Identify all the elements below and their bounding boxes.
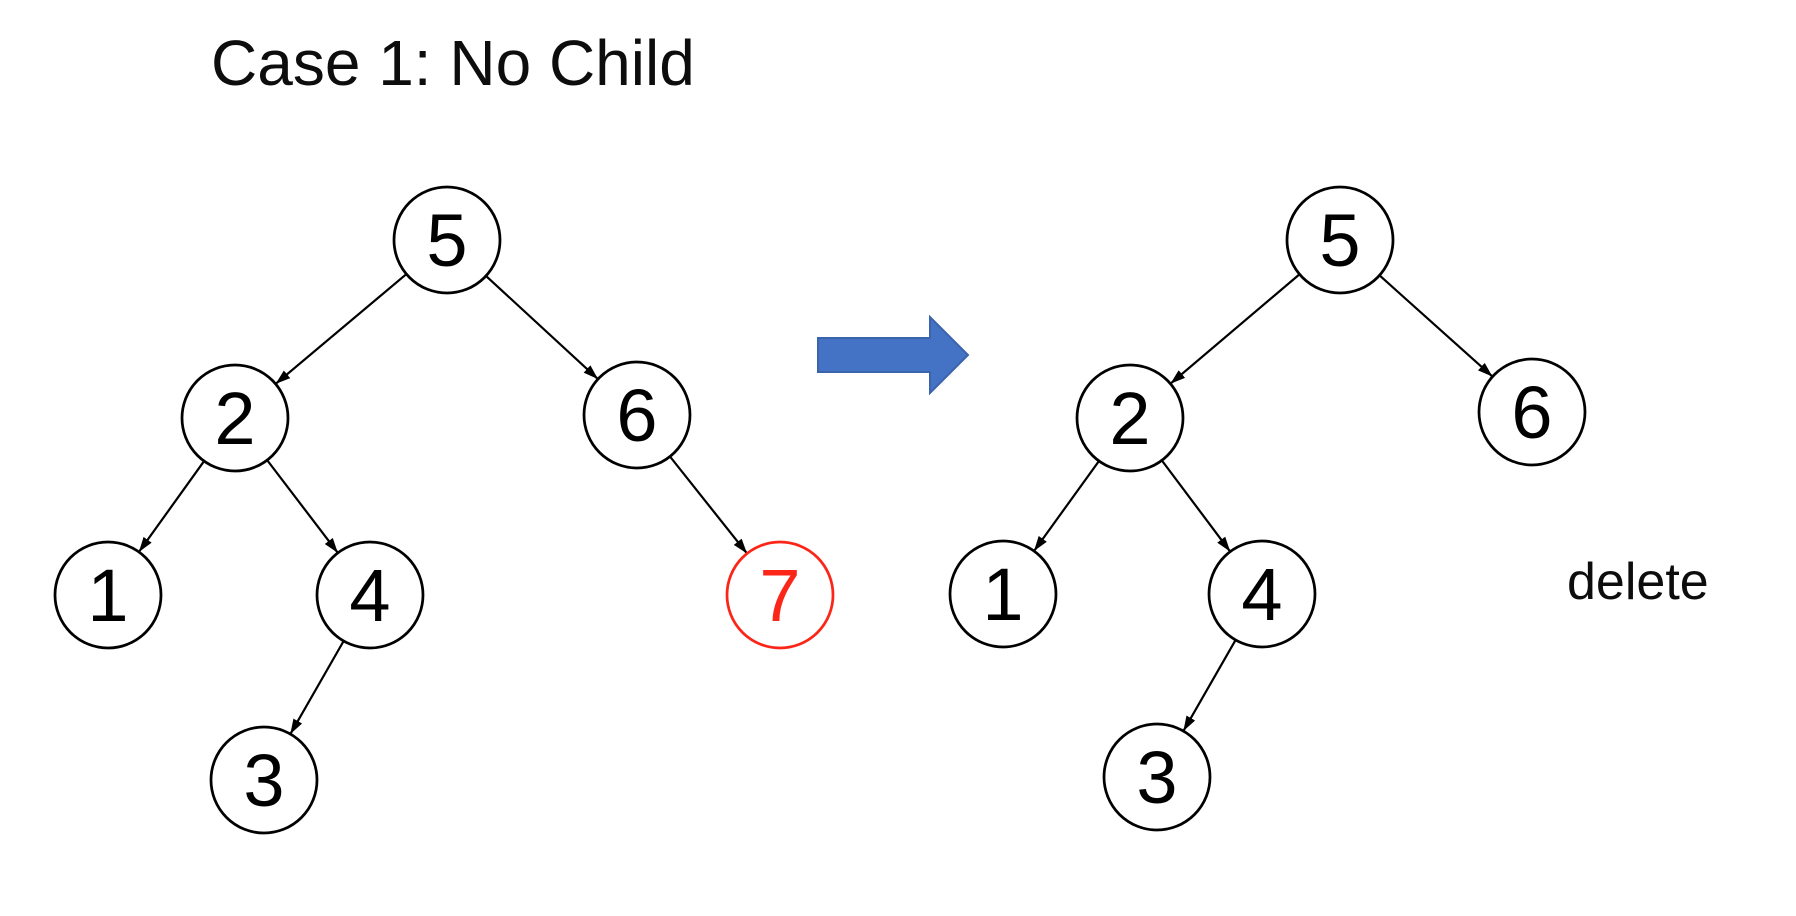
node-label-5: 5 [1319, 199, 1360, 282]
edge-n2-n1 [138, 460, 205, 552]
edge-n2-n4 [1160, 459, 1231, 552]
tree-node-5 [392, 185, 502, 295]
node-label-7: 7 [759, 554, 800, 637]
edge-n5-n6 [1378, 274, 1493, 377]
edge-n6-n7 [669, 455, 748, 554]
transition-arrow-icon [817, 314, 970, 396]
edge-n4-n3 [289, 640, 345, 735]
node-label-1: 1 [87, 554, 128, 637]
node-label-5: 5 [426, 199, 467, 282]
tree-node-6 [1477, 357, 1587, 467]
edge-n2-n1 [1033, 460, 1100, 552]
tree-node-2 [1075, 363, 1185, 473]
tree-node-4 [1207, 539, 1317, 649]
diagram-title: Case 1: No Child [211, 27, 695, 99]
tree-node-6 [582, 360, 692, 470]
tree-node-3 [1102, 722, 1212, 832]
edge-n2-n4 [266, 459, 339, 553]
tree-node-2 [180, 363, 290, 473]
tree-node-3 [209, 725, 319, 835]
tree-node-5 [1285, 185, 1395, 295]
node-label-2: 2 [1109, 377, 1150, 460]
edge-n5-n6 [485, 275, 599, 380]
tree-node-1 [53, 540, 163, 650]
node-label-3: 3 [1136, 736, 1177, 819]
delete-label: delete [1567, 553, 1709, 611]
edge-n5-n2 [1170, 273, 1301, 384]
node-label-4: 4 [1241, 553, 1282, 636]
tree-after-delete: 5 2 6 1 4 3 [948, 185, 1587, 832]
node-label-3: 3 [243, 739, 284, 822]
node-label-6: 6 [1511, 371, 1552, 454]
edge-n5-n2 [275, 273, 408, 385]
node-label-1: 1 [982, 553, 1023, 636]
tree-node-1 [948, 539, 1058, 649]
tree-node-4 [315, 540, 425, 650]
node-label-2: 2 [214, 377, 255, 460]
edge-n4-n3 [1182, 639, 1237, 732]
node-label-4: 4 [349, 554, 390, 637]
node-label-6: 6 [616, 374, 657, 457]
tree-before-delete: 5 2 6 1 4 7 3 [53, 185, 835, 835]
tree-node-7-highlighted [725, 540, 835, 650]
